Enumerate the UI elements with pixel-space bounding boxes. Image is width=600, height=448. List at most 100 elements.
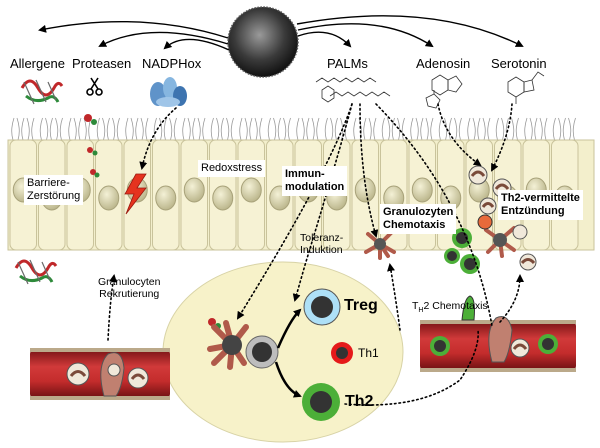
cilium [387, 117, 391, 141]
cilium [216, 117, 220, 141]
label-toleranz-induktion: Toleranz- Induktion [300, 232, 344, 256]
cilium [96, 117, 100, 141]
th1-cell [331, 342, 353, 364]
cilium [438, 117, 442, 141]
cell-nucleus [98, 185, 120, 211]
cilium [259, 117, 263, 141]
cilium [330, 117, 334, 141]
cilium [568, 117, 572, 141]
dendritic-cell-lymph [207, 320, 249, 370]
th2-cell [302, 383, 340, 421]
cilium [534, 117, 538, 141]
cilium [410, 117, 414, 141]
label-th2: Th2 [345, 393, 374, 410]
label-barriere: Barriere- Zerstörung [24, 175, 84, 205]
cilium [31, 117, 35, 141]
cilium [273, 117, 277, 141]
label-palms: PALMs [327, 56, 368, 71]
cilium [202, 117, 206, 141]
cilium [524, 117, 528, 141]
cilium [68, 117, 72, 141]
blood-vessel-left [30, 348, 170, 400]
cilium [102, 117, 106, 141]
cilium [353, 117, 357, 141]
cilium [544, 117, 548, 141]
cilium [448, 117, 452, 141]
allergen-fragments [84, 114, 221, 329]
cilium [220, 117, 224, 141]
cilium [26, 117, 30, 141]
cilium [397, 117, 401, 141]
label-immunmodulation: Immun- modulation [282, 166, 348, 196]
cilium [210, 117, 214, 141]
cilium [267, 117, 271, 141]
cilium [230, 117, 234, 141]
cilium [287, 117, 291, 141]
naive-t-cell [245, 335, 279, 369]
cilium [334, 117, 338, 141]
label-th2-chemotaxis: TH2 Chemotaxis [412, 300, 488, 315]
cilium [391, 117, 395, 141]
label-adenosin: Adenosin [416, 56, 471, 71]
dendritic-cell-small [364, 230, 396, 260]
cilium [239, 117, 243, 141]
cilium [558, 117, 562, 141]
cilium [73, 117, 77, 141]
cilium [106, 117, 110, 141]
cilium [415, 117, 419, 141]
cilium [249, 117, 253, 141]
cilium [16, 117, 20, 141]
cilium [430, 117, 434, 141]
cilium [277, 117, 281, 141]
cilium [529, 117, 533, 141]
cilium [59, 117, 63, 141]
allergen-protein-icon [20, 79, 64, 105]
cilium [316, 117, 320, 141]
pollen-grain-icon [227, 6, 299, 78]
cilium [511, 117, 515, 141]
cilium [458, 117, 462, 141]
cilium [311, 117, 315, 141]
cilium [244, 117, 248, 141]
redox-lightning-icon [124, 173, 147, 215]
label-th1: Th1 [358, 346, 379, 360]
cilium [363, 117, 367, 141]
cilia [11, 117, 576, 141]
cilium [381, 117, 385, 141]
cilium [467, 117, 471, 141]
cilium [182, 117, 186, 141]
cell-nucleus [212, 185, 234, 211]
serotonin-structure-icon [507, 71, 545, 104]
cilium [21, 117, 25, 141]
cilium [163, 117, 167, 141]
cilium [425, 117, 429, 141]
cilium [283, 117, 287, 141]
cilium [454, 117, 458, 141]
nadph-oxidase-icon [150, 77, 187, 107]
cilium [487, 117, 491, 141]
cilium [296, 117, 300, 141]
cilium [112, 117, 116, 141]
cilium [306, 117, 310, 141]
cell-nucleus [240, 177, 262, 203]
cell-nucleus [155, 185, 177, 211]
vessel-cells-left [66, 352, 149, 397]
cilium [495, 117, 499, 141]
cilium [368, 117, 372, 141]
cell-nucleus [354, 177, 376, 203]
cilium [55, 117, 59, 141]
cilium [153, 117, 157, 141]
cilium [197, 117, 201, 141]
cilium [125, 117, 129, 141]
cilium [501, 117, 505, 141]
label-granulozyten-chemotaxis: Granulozyten Chemotaxis [380, 204, 457, 234]
label-serotonin: Serotonin [491, 56, 547, 71]
cilium [301, 117, 305, 141]
cilium [358, 117, 362, 141]
cilium [254, 117, 258, 141]
cilium [192, 117, 196, 141]
treg-cell [303, 288, 341, 326]
cilium [11, 117, 15, 141]
cilium [420, 117, 424, 141]
